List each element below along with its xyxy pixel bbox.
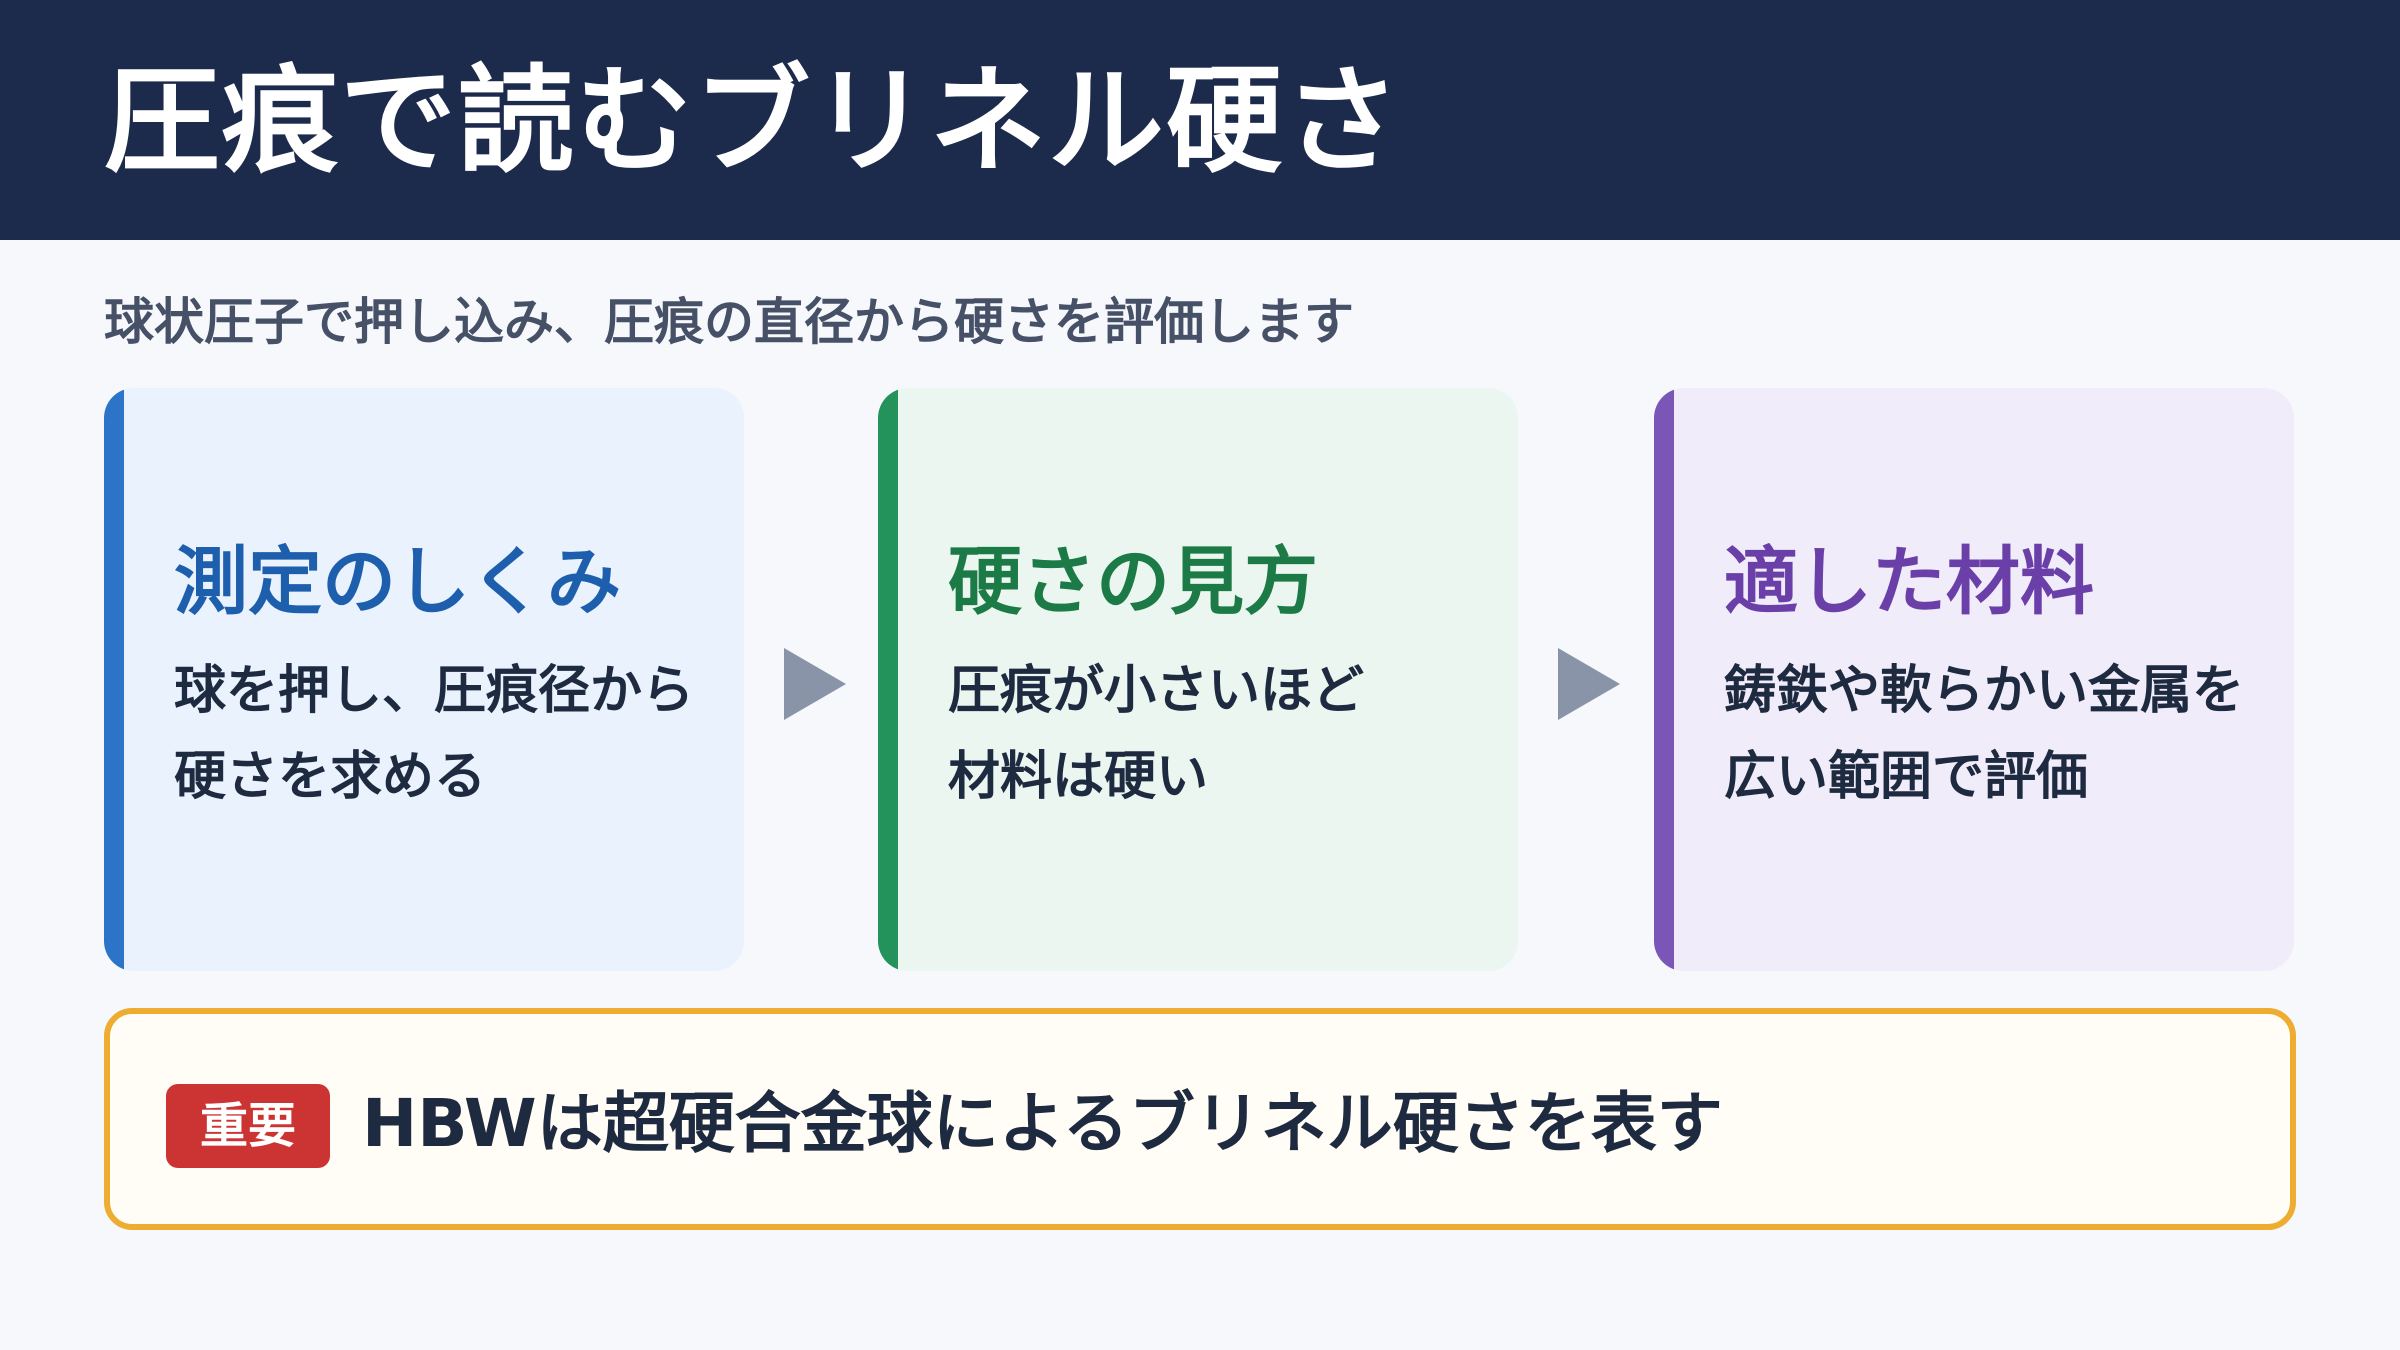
card-reading: 硬さの見方 圧痕が小さいほど 材料は硬い: [878, 388, 1518, 971]
important-badge: 重要: [166, 1084, 330, 1168]
card-title: 硬さの見方: [948, 539, 1318, 626]
slide-title: 圧痕で読むブリネル硬さ: [104, 54, 1402, 189]
card-content: 適した材料 鋳鉄や軟らかい金属を 広い範囲で評価: [1724, 388, 2258, 971]
card-accent-bar: [1654, 388, 1674, 971]
card-content: 硬さの見方 圧痕が小さいほど 材料は硬い: [948, 388, 1482, 971]
flow-arrow-icon: [784, 648, 846, 720]
flow-arrow-icon: [1558, 648, 1620, 720]
card-materials: 適した材料 鋳鉄や軟らかい金属を 広い範囲で評価: [1654, 388, 2294, 971]
card-body: 圧痕が小さいほど 材料は硬い: [948, 661, 1365, 807]
important-note: 重要 HBWは超硬合金球によるブリネル硬さを表す: [104, 1008, 2296, 1230]
note-text: HBWは超硬合金球によるブリネル硬さを表す: [362, 1085, 1723, 1162]
card-body: 球を押し、圧痕径から 硬さを求める: [174, 661, 695, 807]
header-banner: 圧痕で読むブリネル硬さ: [0, 0, 2400, 240]
card-accent-bar: [104, 388, 124, 971]
card-content: 測定のしくみ 球を押し、圧痕径から 硬さを求める: [174, 388, 708, 971]
slide-subtitle: 球状圧子で押し込み、圧痕の直径から硬さを評価します: [104, 293, 1354, 351]
card-title: 適した材料: [1724, 539, 2094, 626]
card-accent-bar: [878, 388, 898, 971]
card-body: 鋳鉄や軟らかい金属を 広い範囲で評価: [1724, 661, 2245, 807]
card-measurement: 測定のしくみ 球を押し、圧痕径から 硬さを求める: [104, 388, 744, 971]
card-title: 測定のしくみ: [174, 539, 621, 626]
